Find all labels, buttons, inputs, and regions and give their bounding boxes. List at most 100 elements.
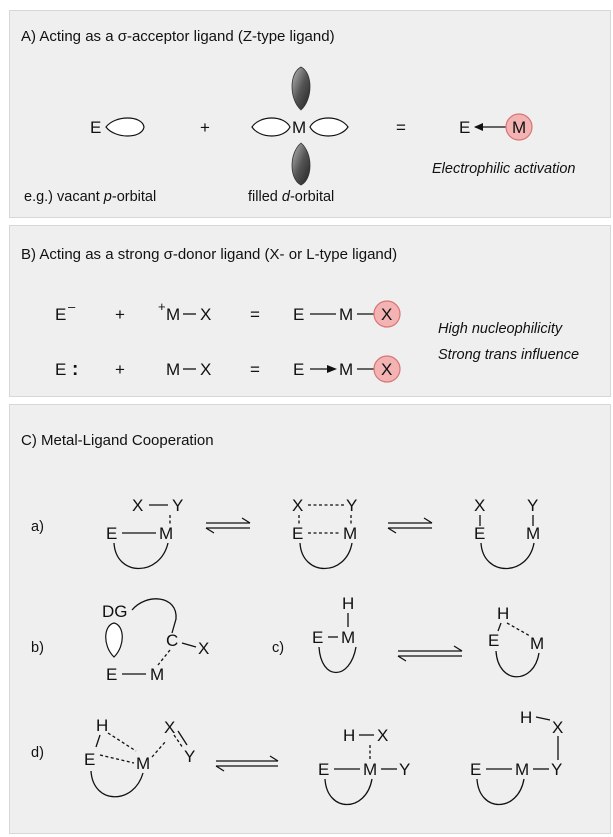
- row1-equals: =: [250, 305, 260, 324]
- panel-b-sigma-donor: B) Acting as a strong σ-donor ligand (X-…: [9, 225, 611, 397]
- atom-m: M: [363, 760, 377, 779]
- dashed-c-m: [157, 649, 171, 666]
- trans-influence-note: Strong trans influence: [438, 347, 579, 363]
- label-b: b): [31, 640, 44, 656]
- atom-y: Y: [346, 496, 357, 515]
- equilibrium-arrow-a1: [205, 517, 251, 534]
- row1-positive-charge: +: [158, 299, 166, 314]
- atom-m: M: [526, 524, 540, 543]
- h-e-bond: [95, 734, 101, 748]
- atom-x: X: [474, 496, 485, 515]
- scheme-b-structure: DG C X E M: [102, 598, 209, 684]
- row2-product-e: E: [293, 360, 304, 379]
- ligand-backbone-arc: [299, 542, 353, 569]
- label-a: a): [31, 519, 44, 535]
- row1-atom-m: M: [166, 305, 180, 324]
- atom-h: H: [343, 726, 355, 745]
- vacant-p-orbital: [105, 117, 145, 137]
- atom-y: Y: [172, 496, 183, 515]
- activation-note: Electrophilic activation: [432, 161, 575, 177]
- plus-sign: +: [200, 118, 210, 137]
- atom-x: X: [377, 726, 388, 745]
- panel-c-title: C) Metal-Ligand Cooperation: [21, 432, 214, 449]
- scheme-d-structure-2: H X E M Y: [318, 726, 410, 805]
- atom-e: E: [106, 524, 117, 543]
- row2-atom-m: M: [166, 360, 180, 379]
- vacant-orbital-caption: e.g.) vacant p-orbital: [24, 189, 156, 205]
- product-atom-e: E: [459, 118, 470, 137]
- atom-e: E: [106, 665, 117, 684]
- dashed-e-m: [99, 754, 135, 764]
- row2-product-x: X: [381, 360, 392, 379]
- atom-m: M: [341, 628, 355, 647]
- row2-atom-e: E: [55, 360, 66, 379]
- label-d: d): [31, 745, 44, 761]
- ligand-backbone-arc: [324, 778, 373, 805]
- product-atom-m: M: [512, 118, 526, 137]
- atom-m: M: [530, 634, 544, 653]
- scheme-c-structure-2: H E M: [488, 604, 544, 678]
- row2-equals: =: [250, 360, 260, 379]
- atom-e: E: [84, 750, 95, 769]
- row1-product-e: E: [293, 305, 304, 324]
- metal-highlight-circle: [505, 113, 533, 141]
- d-orbital-left-lobe: [251, 117, 291, 137]
- atom-dg: DG: [102, 602, 128, 621]
- atom-h: H: [342, 594, 354, 613]
- scheme-a-structure-1: X Y E M: [106, 496, 183, 569]
- row2-product-m: M: [339, 360, 353, 379]
- row1-product-x: X: [381, 305, 392, 324]
- atom-m: M: [150, 665, 164, 684]
- d-orbital-right-lobe: [309, 117, 349, 137]
- panel-a-title: A) Acting as a σ-acceptor ligand (Z-type…: [21, 28, 335, 45]
- ligand-backbone-arc: [318, 646, 357, 674]
- dashed-h-m: [506, 622, 531, 637]
- row1-plus: +: [115, 305, 125, 324]
- scheme-d-structure-3: H X E M Y: [470, 708, 563, 805]
- panel-c-diagram: C) Metal-Ligand Cooperation a) X Y E M X…: [21, 432, 563, 805]
- x-y-dashed-bond: [173, 734, 184, 749]
- atom-m: M: [343, 524, 357, 543]
- row2-lone-pair: :: [72, 359, 78, 380]
- equilibrium-arrow-c: [397, 645, 463, 662]
- atom-y: Y: [551, 760, 562, 779]
- panel-a-diagram: A) Acting as a σ-acceptor ligand (Z-type…: [21, 28, 575, 205]
- atom-m: M: [136, 754, 150, 773]
- directing-group-tether: [131, 598, 177, 634]
- atom-e: E: [488, 631, 499, 650]
- atom-x: X: [164, 718, 175, 737]
- atom-e: E: [90, 118, 101, 137]
- row1-atom-x: X: [200, 305, 211, 324]
- atom-e: E: [474, 524, 485, 543]
- panel-b-title: B) Acting as a strong σ-donor ligand (X-…: [21, 246, 397, 263]
- atom-h: H: [96, 716, 108, 735]
- c-x-bond: [181, 642, 197, 648]
- nucleophilicity-note: High nucleophilicity: [438, 321, 563, 337]
- scheme-c-structure-1: H E M: [312, 594, 357, 674]
- scheme-d-structure-1: H E M X Y: [84, 716, 195, 798]
- row2-plus: +: [115, 360, 125, 379]
- ligand-backbone-arc: [90, 770, 144, 798]
- label-c: c): [272, 640, 284, 656]
- atom-e: E: [318, 760, 329, 779]
- scheme-a-structure-2: X Y E M: [292, 496, 357, 569]
- row2-x-highlight-circle: [373, 355, 401, 383]
- d-orbital-bottom-lobe: [291, 142, 311, 186]
- row1-product-m: M: [339, 305, 353, 324]
- equilibrium-arrow-d: [215, 755, 279, 772]
- atom-m: M: [515, 760, 529, 779]
- row1-x-highlight-circle: [373, 300, 401, 328]
- atom-x: X: [132, 496, 143, 515]
- ligand-backbone-arc: [113, 542, 169, 569]
- panel-c-metal-ligand-cooperation: C) Metal-Ligand Cooperation a) X Y E M X…: [9, 404, 611, 834]
- h-x-bond: [535, 716, 551, 721]
- atom-x: X: [552, 718, 563, 737]
- dative-arrowhead: [474, 123, 483, 131]
- h-e-bond: [497, 622, 502, 632]
- panel-a-sigma-acceptor: A) Acting as a σ-acceptor ligand (Z-type…: [9, 10, 611, 218]
- atom-y: Y: [399, 760, 410, 779]
- atom-h: H: [497, 604, 509, 623]
- atom-h: H: [520, 708, 532, 727]
- equals-sign: =: [396, 118, 406, 137]
- filled-orbital-caption: filled d-orbital: [248, 189, 334, 205]
